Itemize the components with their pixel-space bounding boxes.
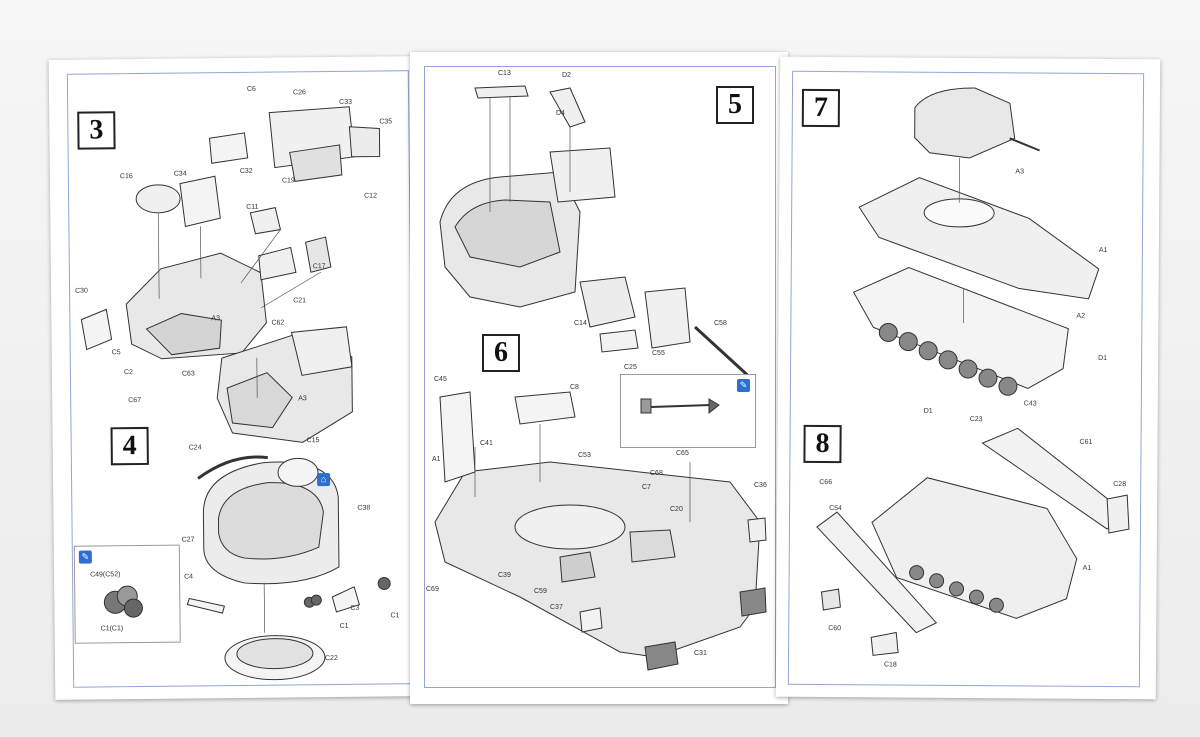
step-5-6-diagram <box>434 85 767 671</box>
instruction-page-middle: 5 6 <box>410 52 788 704</box>
label-C49: C49(C52) <box>90 571 121 579</box>
label-C20: C20 <box>670 506 683 513</box>
label-C67: C67 <box>128 397 142 405</box>
label-C58: C58 <box>714 320 727 327</box>
label-A3-top: A3 <box>211 315 220 323</box>
label-C21: C21 <box>293 297 307 305</box>
label-C8: C8 <box>570 384 579 391</box>
label-C69: C69 <box>426 586 439 593</box>
label-C53: C53 <box>578 452 591 459</box>
label-C43: C43 <box>1023 400 1037 408</box>
wheel-detail <box>103 585 143 618</box>
label-A3-mid: A3 <box>298 395 307 403</box>
label-C1b: C1 <box>390 612 400 620</box>
label-C54: C54 <box>829 505 842 513</box>
label-C37: C37 <box>550 604 563 611</box>
label-C63: C63 <box>181 370 195 378</box>
label-C32: C32 <box>239 167 253 175</box>
label-C36: C36 <box>754 482 767 489</box>
label-C2: C2 <box>123 369 133 377</box>
label-C68: C68 <box>650 470 663 477</box>
label-C26: C26 <box>292 89 306 97</box>
tool-detail-diagram <box>640 398 720 415</box>
label-C3: C3 <box>350 604 360 612</box>
label-D4: D4 <box>556 110 565 117</box>
label-D1-bottom: D1 <box>923 407 933 415</box>
label-C14: C14 <box>574 320 587 327</box>
label-C5: C5 <box>111 349 121 357</box>
label-C13: C13 <box>498 70 511 77</box>
label-C24: C24 <box>188 444 202 452</box>
label-C62: C62 <box>271 319 285 327</box>
label-C11: C11 <box>246 203 259 211</box>
label-A1-step7: A1 <box>1098 246 1108 254</box>
label-C41: C41 <box>480 440 493 447</box>
label-C12: C12 <box>364 192 377 200</box>
label-C39: C39 <box>498 572 511 579</box>
page-frame <box>424 66 776 688</box>
label-C61: C61 <box>1079 438 1093 446</box>
label-D2: D2 <box>562 72 571 79</box>
tool-detail-callout: ✎ <box>620 374 756 448</box>
label-A1: A1 <box>432 456 441 463</box>
label-C18: C18 <box>883 661 897 669</box>
label-C22: C22 <box>324 654 338 663</box>
label-C38: C38 <box>357 504 371 512</box>
label-C34: C34 <box>173 170 187 178</box>
label-C65: C65 <box>676 450 689 457</box>
label-C16: C16 <box>119 173 133 181</box>
label-C1C1: C1(C1) <box>100 625 124 633</box>
label-C6: C6 <box>246 85 256 93</box>
label-C35: C35 <box>379 118 393 126</box>
paint-callout: ✎ <box>73 544 181 644</box>
label-C45: C45 <box>434 376 447 383</box>
label-C17: C17 <box>312 263 326 271</box>
label-C30: C30 <box>75 287 88 295</box>
label-C33: C33 <box>339 98 352 106</box>
label-A1-step8: A1 <box>1082 564 1092 572</box>
label-C1a: C1 <box>339 622 349 630</box>
label-D1-right: D1 <box>1098 354 1108 362</box>
label-A2: A2 <box>1076 312 1086 320</box>
label-C19: C19 <box>281 177 295 185</box>
step-3-4-diagram <box>80 106 391 681</box>
step-5-number: 5 <box>716 86 754 124</box>
paint-icon: ✎ <box>737 379 750 392</box>
label-C27: C27 <box>181 536 195 544</box>
decal-icon: ⌂ <box>317 473 331 487</box>
instruction-page-left: 3 4 <box>48 56 426 700</box>
label-C28: C28 <box>1113 481 1127 489</box>
step-6-number: 6 <box>482 334 520 372</box>
label-C7: C7 <box>642 484 651 491</box>
label-C4: C4 <box>184 573 194 581</box>
label-C23: C23 <box>969 416 983 424</box>
label-C55: C55 <box>652 350 665 357</box>
step-7-8-diagram <box>816 87 1130 656</box>
label-C66: C66 <box>819 478 833 487</box>
label-C59: C59 <box>534 588 547 595</box>
label-A3: A3 <box>1015 168 1025 176</box>
label-C60: C60 <box>828 625 842 633</box>
label-C15: C15 <box>306 437 320 445</box>
label-C31: C31 <box>694 650 707 657</box>
label-C25: C25 <box>624 364 637 371</box>
instruction-page-right: 7 8 <box>775 56 1161 700</box>
